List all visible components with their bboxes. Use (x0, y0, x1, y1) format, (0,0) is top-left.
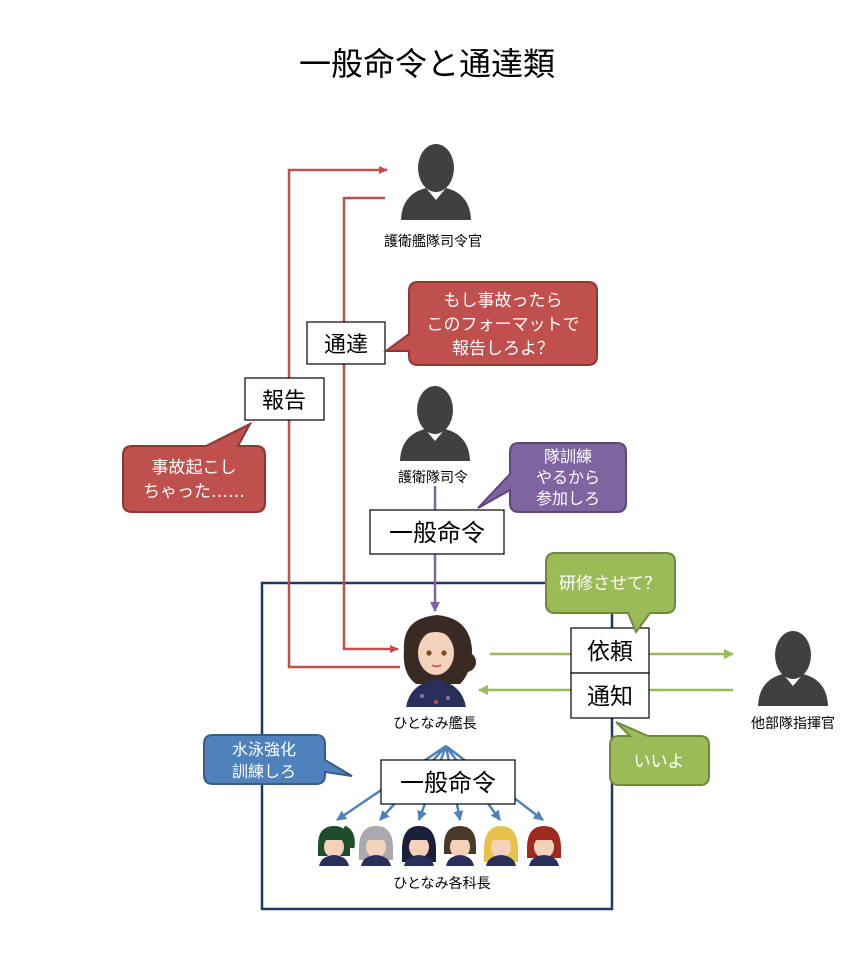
upper-order-box: 一般命令 (369, 509, 505, 555)
swim-bubble-line-1: 水泳強化 (232, 740, 296, 759)
swim-bubble-line-2: 訓練しろ (232, 762, 296, 781)
fleet-commander-silhouette-icon (401, 144, 471, 220)
escort-commander-silhouette-icon (400, 386, 470, 461)
other-commander-label: 他部隊指揮官 (751, 716, 835, 732)
escort-commander-label: 護衛隊司令 (398, 470, 468, 486)
captain-label: ひとなみ艦長 (393, 716, 476, 732)
format-bubble-line-1: もし事故ったら (444, 291, 563, 311)
tsutatsu-line (342, 196, 399, 653)
tsuchi-box-label: 通知 (587, 684, 633, 710)
study-speech-bubble: 研修させて？ (545, 552, 676, 635)
fleet-commander-label: 護衛艦隊司令官 (384, 234, 482, 250)
houkoku-box: 報告 (244, 377, 325, 421)
tsutatsu-box: 通達 (306, 321, 386, 365)
houkoku-box-label: 報告 (262, 389, 306, 414)
lower-order-box: 一般命令 (380, 759, 516, 805)
dept-head-avatar-1 (318, 825, 355, 866)
dept-head-avatar-6 (527, 826, 561, 866)
upper-order-box-label: 一般命令 (389, 519, 485, 547)
ok-speech-bubble: いいよ (609, 721, 710, 786)
ok-bubble-text: いいよ (634, 752, 685, 772)
study-bubble-text: 研修させて？ (559, 574, 661, 594)
format-bubble-line-2: このフォーマットで (427, 315, 580, 335)
irai-box: 依頼 (570, 627, 650, 674)
format-bubble-line-3: 報告しろよ？ (452, 339, 554, 359)
dept-heads-label: ひとなみ各科長 (393, 876, 490, 892)
captain-avatar (403, 615, 476, 707)
dept-head-avatar-4 (444, 826, 476, 866)
other-commander-silhouette-icon (758, 631, 828, 706)
dept-head-avatar-5 (484, 826, 518, 866)
training-speech-bubble: 隊訓練 やるから 参加しろ (477, 442, 627, 513)
format-speech-bubble: もし事故ったら このフォーマットで 報告しろよ？ (382, 281, 598, 366)
training-bubble-line-1: 隊訓練 (544, 447, 592, 466)
tsuchi-box: 通知 (570, 672, 650, 719)
training-bubble-line-3: 参加しろ (536, 489, 600, 508)
dept-head-avatar-3 (402, 826, 436, 866)
tsutatsu-box-label: 通達 (324, 333, 368, 358)
lower-order-box-label: 一般命令 (400, 769, 496, 797)
dept-head-avatar-2 (359, 826, 393, 866)
diagram-title: 一般命令と通達類 (299, 45, 555, 83)
training-bubble-line-2: やるから (536, 468, 600, 487)
accident-bubble-line-1: 事故起こし (152, 458, 237, 478)
accident-bubble-line-2: ちゃった…… (143, 482, 245, 502)
accident-speech-bubble: 事故起こし ちゃった…… (122, 421, 266, 513)
swim-speech-bubble: 水泳強化 訓練しろ (203, 734, 353, 785)
irai-box-label: 依頼 (587, 639, 633, 665)
